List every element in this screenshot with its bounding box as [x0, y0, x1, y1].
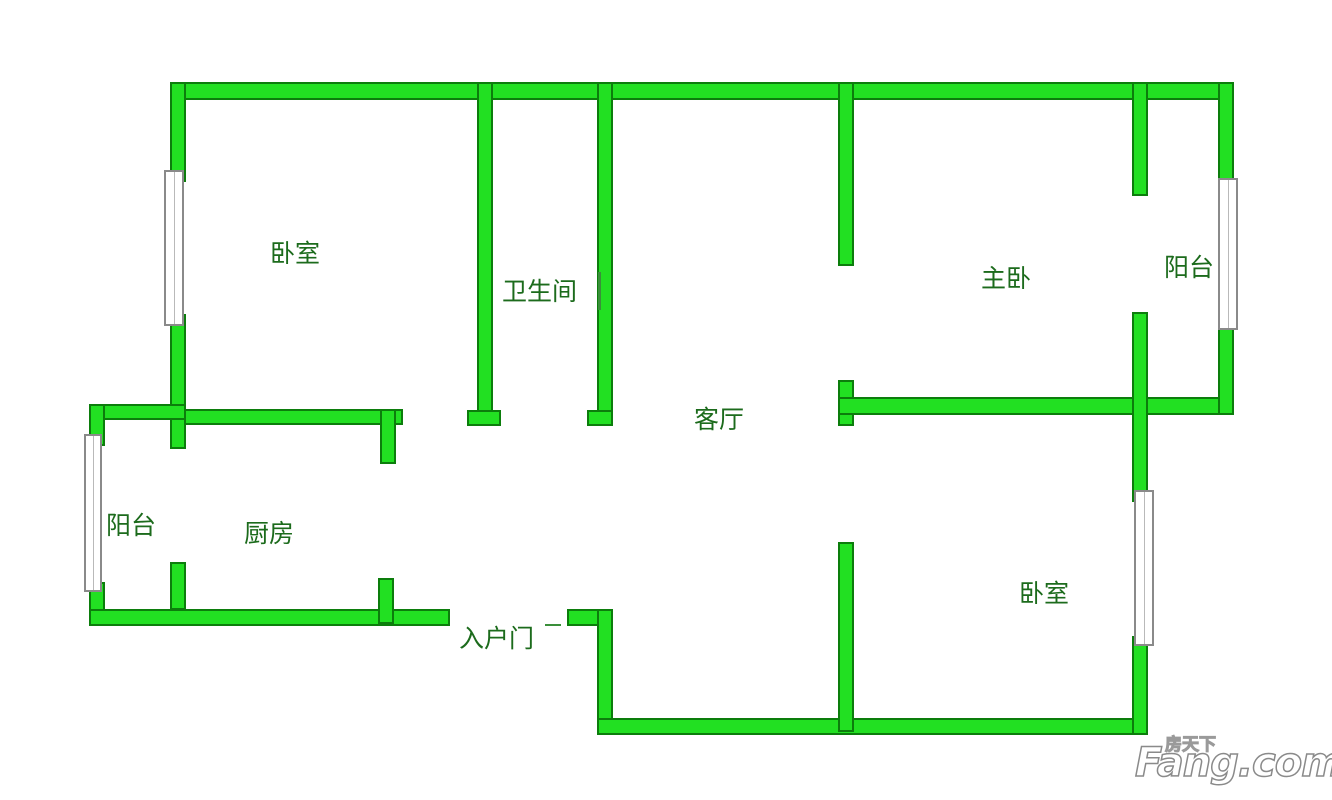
wall-bath-east: [597, 82, 613, 426]
room-label-master-bedroom: 主卧: [981, 264, 1032, 293]
window-balcony-west: [84, 434, 102, 592]
door-mark-entrance: [545, 624, 561, 626]
wall-bedroom-se-east-lower: [1132, 636, 1148, 735]
wall-bedroom-door-stub: [380, 409, 396, 464]
wall-balcony-east-divider-upper: [1132, 82, 1148, 196]
room-label-balcony-east: 阳台: [1164, 253, 1215, 282]
fang-watermark: 房天下 Fang.com: [1134, 730, 1332, 790]
door-mark-bathroom: [598, 272, 601, 310]
room-label-bathroom: 卫生间: [502, 277, 578, 306]
wall-west-bedroom-upper: [170, 82, 186, 182]
wall-kitchen-door-stub: [378, 578, 394, 624]
wall-bedroom-se-west: [838, 542, 854, 732]
wall-bath-east-foot: [587, 410, 613, 426]
watermark-main-text: Fang.com: [1134, 739, 1332, 787]
wall-bath-west-foot: [467, 410, 501, 426]
wall-bedroom-south: [170, 409, 403, 425]
room-label-bedroom-se: 卧室: [1019, 579, 1070, 608]
window-balcony-east: [1218, 178, 1238, 330]
room-label-kitchen: 厨房: [244, 519, 295, 548]
wall-balcony-east-divider-lower: [1132, 312, 1148, 502]
room-label-balcony-west: 阳台: [106, 511, 157, 540]
wall-entrance-south-step: [597, 609, 613, 735]
wall-balcony-divider-lower: [170, 562, 186, 610]
wall-east-lower: [1218, 324, 1234, 415]
wall-south-kitchen: [89, 609, 450, 626]
window-bedroom-west: [164, 170, 184, 326]
watermark-top-text: 房天下: [1165, 735, 1217, 756]
room-label-living-room: 客厅: [694, 405, 745, 434]
wall-master-south: [838, 397, 1234, 415]
room-label-bedroom-nw: 卧室: [270, 239, 321, 268]
room-label-entrance-door: 入户门: [459, 624, 535, 653]
wall-south: [597, 718, 1145, 735]
wall-master-west-upper: [838, 82, 854, 266]
wall-north: [170, 82, 1234, 100]
window-bedroom-se-east: [1134, 490, 1154, 646]
wall-bath-west: [477, 82, 493, 426]
wall-east-upper: [1218, 82, 1234, 182]
